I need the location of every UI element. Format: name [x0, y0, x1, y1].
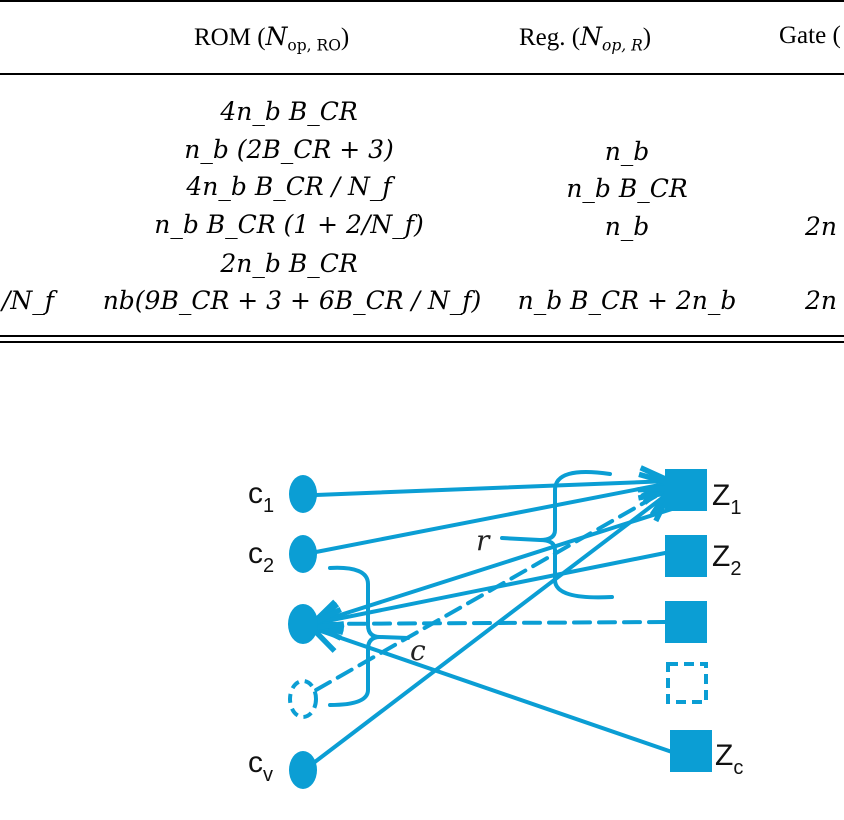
brace-c-tick — [378, 635, 410, 640]
row4-gate: 2n — [805, 212, 838, 241]
node-c2 — [289, 535, 317, 573]
node-z3 — [665, 601, 707, 643]
label-c2: c2 — [248, 537, 274, 577]
row2-rom: n_b (2B_CR + 3) — [184, 135, 394, 164]
row5-rom: 2n_b B_CR — [220, 249, 358, 278]
node-dashed-left — [288, 679, 318, 719]
table-bottom-rule-1 — [0, 335, 844, 337]
row3-reg: n_b B_CR — [566, 174, 688, 203]
edge-c2-z1 — [314, 483, 670, 554]
table-bottom-rule-2 — [0, 341, 844, 343]
label-c1: c1 — [248, 477, 274, 517]
row4-reg: n_b — [604, 212, 650, 241]
header-rom: ROM (Nop, RO) — [194, 22, 350, 55]
node-z1 — [665, 469, 707, 511]
label-cv: cv — [248, 746, 273, 786]
node-z2 — [665, 535, 707, 577]
row6-col0: /N_f — [2, 286, 55, 315]
brace-label-r: r — [476, 524, 491, 557]
node-zc — [670, 730, 712, 772]
header-reg: Reg. (Nop, R) — [519, 22, 652, 55]
row2-reg: n_b — [604, 137, 650, 166]
row6-reg: n_b B_CR + 2n_b — [517, 286, 737, 315]
header-gate: Gate ( — [779, 22, 841, 49]
node-dashed-right — [666, 662, 708, 704]
edge-cv-z1 — [301, 492, 670, 773]
brace-label-c: c — [410, 634, 426, 667]
row1-rom: 4n_b B_CR — [220, 97, 358, 126]
edge-zc-mid — [312, 628, 674, 754]
label-z2: Z2 — [712, 540, 741, 580]
row6-rom: nb(9B_CR + 3 + 6B_CR / N_f) — [102, 286, 482, 315]
brace-r — [539, 470, 614, 600]
brace-r-tick — [500, 536, 542, 542]
row4-rom: n_b B_CR (1 + 2/N_f) — [154, 210, 424, 239]
edge-z3-mid — [312, 622, 667, 624]
table-top-rule — [0, 0, 844, 2]
table-header-rule — [0, 73, 844, 75]
node-mid — [288, 604, 318, 644]
node-cv — [289, 751, 317, 789]
label-zc: Zc — [715, 739, 743, 779]
edge-c1-z1 — [314, 481, 670, 495]
edge-z1-mid — [312, 498, 702, 624]
row3-rom: 4n_b B_CR / N_f — [186, 172, 392, 201]
row6-gate: 2n — [805, 286, 838, 315]
edge-z2-mid — [312, 550, 672, 624]
label-z1: Z1 — [712, 479, 741, 519]
node-c1 — [289, 475, 317, 513]
